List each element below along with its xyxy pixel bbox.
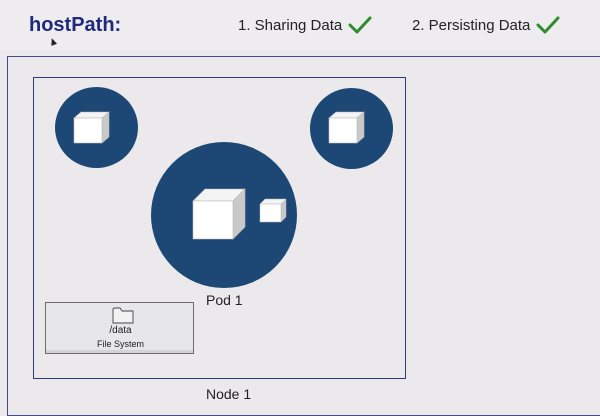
slide-header: hostPath: 1. Sharing Data 2. Persisting … — [0, 0, 600, 50]
goal-persisting-data: 2. Persisting Data — [412, 16, 560, 34]
cube-icon — [192, 188, 246, 240]
mouse-cursor-icon — [48, 37, 58, 46]
page-title: hostPath: — [29, 14, 122, 36]
pod-label: Pod 1 — [206, 292, 243, 308]
cube-icon — [259, 198, 287, 223]
file-system-path: /data — [109, 325, 132, 336]
cube-icon — [328, 111, 365, 144]
folder-icon — [112, 307, 134, 324]
goal-label: 2. Persisting Data — [412, 16, 531, 34]
node-box — [33, 77, 406, 379]
goal-label: 1. Sharing Data — [238, 16, 343, 34]
file-system-label: File System — [96, 339, 144, 349]
cube-icon — [73, 111, 110, 144]
checkmark-icon — [536, 16, 560, 34]
node-label: Node 1 — [206, 386, 252, 402]
checkmark-icon — [348, 16, 372, 34]
goal-sharing-data: 1. Sharing Data — [238, 16, 372, 34]
